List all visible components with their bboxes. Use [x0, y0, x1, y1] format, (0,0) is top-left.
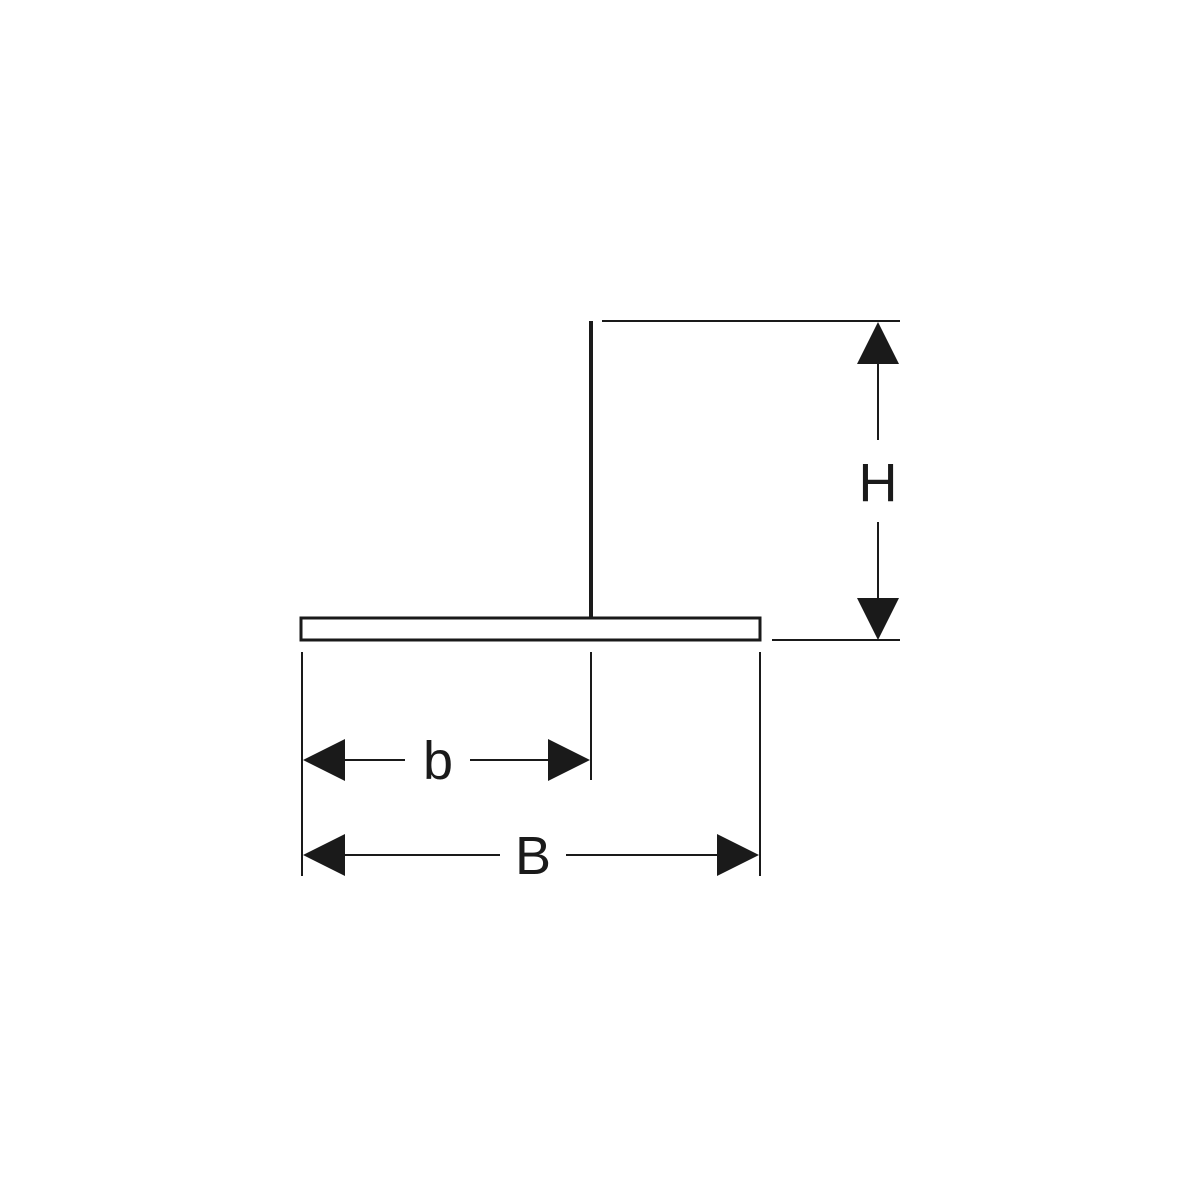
height-arrow-up-icon [857, 322, 899, 364]
total-width-label: B [515, 826, 551, 886]
profile-base [299, 616, 762, 642]
partial-width-dimension [301, 652, 592, 876]
total-width-arrow-left-icon [303, 834, 345, 876]
total-width-arrow-right-icon [717, 834, 759, 876]
partial-width-arrow-right-icon [548, 739, 590, 781]
profile-shape [299, 321, 762, 642]
partial-width-label: b [423, 731, 453, 791]
height-dimension [602, 320, 900, 641]
height-label: H [859, 453, 898, 513]
height-arrow-down-icon [857, 598, 899, 640]
partial-width-arrow-left-icon [303, 739, 345, 781]
total-width-dimension [303, 652, 761, 876]
